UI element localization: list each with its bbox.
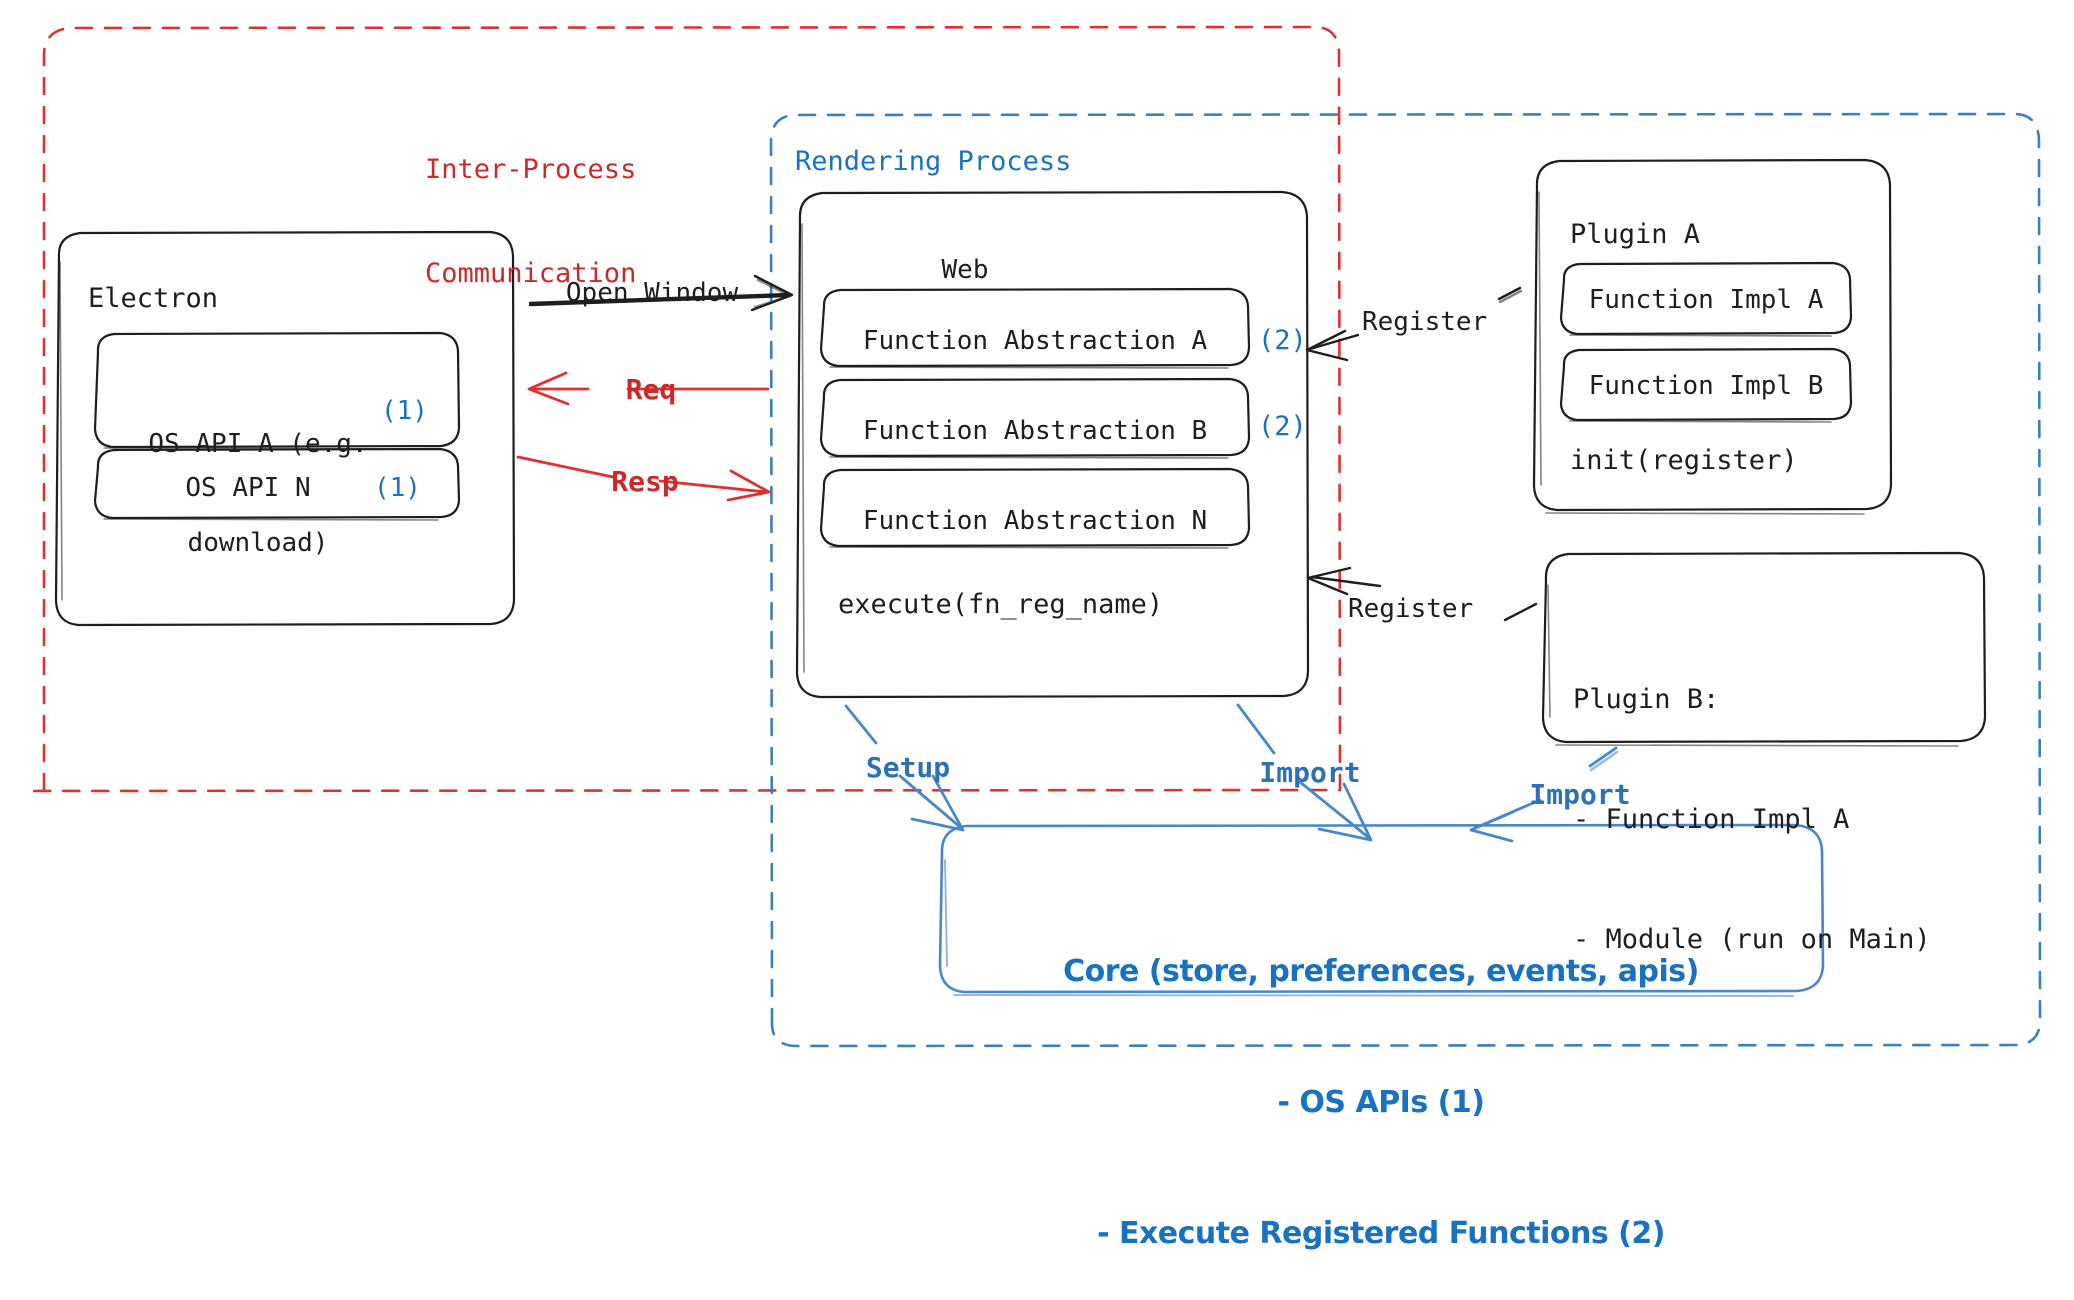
arrow-import-plugin-b-label: Import: [1529, 778, 1631, 811]
arrow-import-web: [1236, 703, 1373, 842]
function-abstraction-b-label: Function Abstraction B: [862, 416, 1208, 446]
function-impl-b-box: [1559, 347, 1853, 423]
os-api-a-label: OS API A (e.g. download): [148, 428, 368, 559]
core-line-3: - Execute Registered Functions (2): [1097, 1216, 1665, 1252]
plugin-b-line-2: - Function Impl A: [1573, 803, 1850, 835]
plugin-b-line-3: - Module (run on Main): [1573, 923, 1931, 955]
os-api-n-label: OS API N: [185, 473, 311, 503]
plugin-b-line-1: Plugin B:: [1573, 683, 1720, 715]
arrow-import-plugin-b: [1469, 746, 1619, 843]
function-abstraction-a-label: Function Abstraction A: [862, 326, 1208, 356]
os-api-n-box: [93, 447, 461, 521]
arrow-register-a: [1305, 286, 1523, 362]
arrow-register-b-label: Register: [1348, 594, 1474, 624]
arrow-resp-label: Resp: [611, 465, 679, 498]
function-abstraction-a-marker: (2): [1258, 325, 1307, 356]
web-footer-label: execute(fn_reg_name): [838, 589, 1164, 620]
arrow-req-label: Req: [625, 373, 677, 406]
arrow-setup-label: Setup: [865, 751, 951, 784]
region-ipc-title: Inter-Process Communication: [425, 154, 637, 289]
diagram-canvas: .rr { fill:#ffffff; stroke:#1e1e1e; stro…: [26, 25, 2042, 1048]
function-impl-b-label: Function Impl B: [1588, 371, 1824, 401]
arrow-req: [527, 371, 770, 406]
arrow-import-web-label: Import: [1259, 756, 1361, 789]
os-api-n-marker: (1): [374, 473, 421, 503]
arrow-open-window: [528, 274, 794, 312]
electron-title: Electron: [88, 283, 219, 314]
function-abstraction-b-box: [819, 377, 1251, 459]
function-abstraction-b-marker: (2): [1258, 411, 1307, 442]
function-abstraction-a-box: [819, 287, 1251, 369]
core-text: Core (store, preferences, events, apis) …: [1063, 862, 1699, 1300]
plugin-a-footer-label: init(register): [1570, 445, 1798, 476]
function-impl-a-label: Function Impl A: [1588, 285, 1824, 315]
region-rendering-border: [769, 112, 2042, 1048]
arrow-setup: [844, 704, 965, 832]
core-line-1: Core (store, preferences, events, apis): [1063, 953, 1699, 989]
arrow-register-b: [1306, 566, 1538, 622]
function-abstraction-n-box: [819, 467, 1251, 549]
os-api-a-marker: (1): [381, 396, 428, 426]
arrow-register-a-label: Register: [1362, 307, 1488, 337]
region-rendering-title: Rendering Process: [795, 146, 1072, 177]
plugin-b-lines: Plugin B: - Function Impl A - Module (ru…: [1573, 600, 1931, 1000]
arrow-open-window-label: Open Window: [565, 278, 739, 308]
function-impl-a-box: [1559, 261, 1853, 337]
plugin-a-title: Plugin A: [1570, 219, 1701, 250]
arrow-resp: [516, 455, 771, 502]
web-title: Web: [941, 255, 989, 285]
function-abstraction-n-label: Function Abstraction N: [862, 506, 1208, 536]
core-line-2: - OS APIs (1): [1277, 1084, 1485, 1120]
plugin-b-box: [1541, 551, 1987, 747]
